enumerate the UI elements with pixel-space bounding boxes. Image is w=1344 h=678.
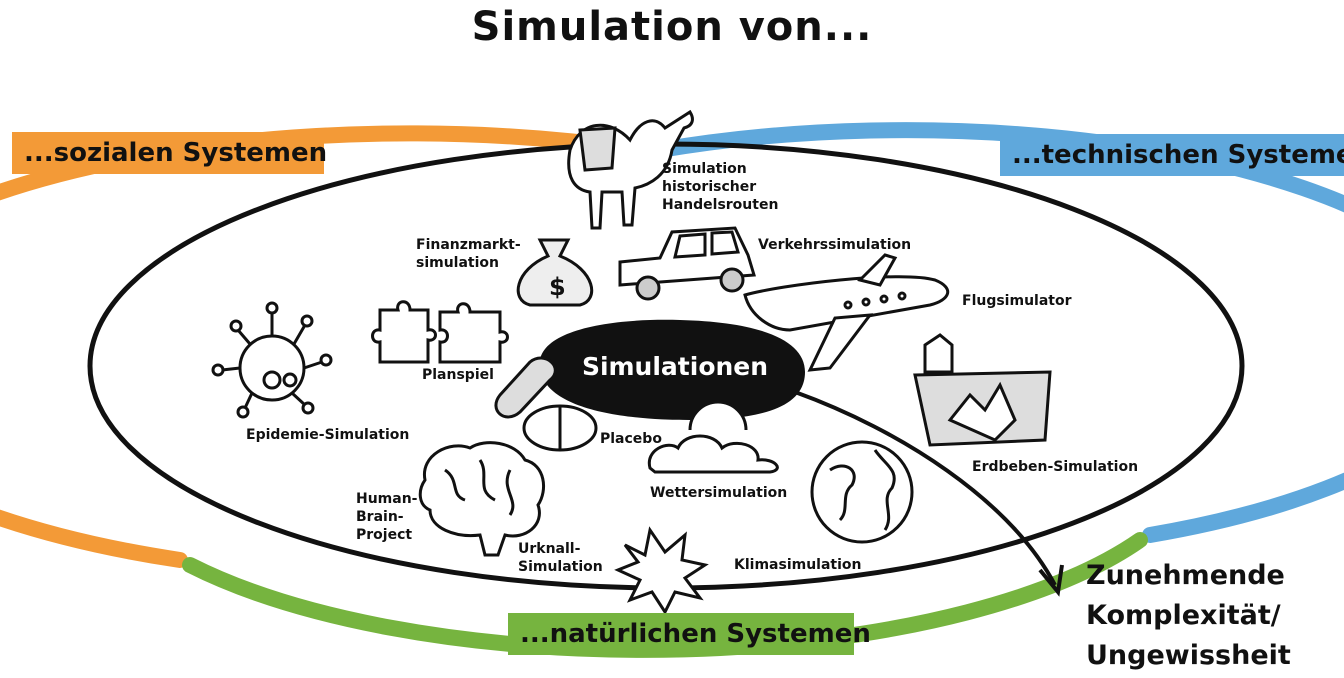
technical-arc <box>652 122 1344 543</box>
complexity-arrow <box>794 390 1057 586</box>
label-epidemic: Epidemie-Simulation <box>246 427 410 443</box>
page-title: Simulation von... <box>471 4 873 50</box>
label-flight: Flugsimulator <box>962 293 1072 309</box>
center-blob <box>539 319 805 420</box>
globe-icon <box>810 440 914 544</box>
label-big-bang-line-1: Urknall- <box>518 541 581 557</box>
label-trade-routes-line-2: historischer <box>662 179 757 195</box>
label-traffic: Verkehrssimulation <box>758 237 912 253</box>
label-weather: Wettersimulation <box>650 485 788 501</box>
arrow-head <box>1038 564 1064 597</box>
social-arc <box>0 125 648 568</box>
band-social-systems: ...sozialen Systemen <box>12 132 327 174</box>
label-brain-line-1: Human- <box>356 491 418 507</box>
label-finance-line-2: simulation <box>416 255 500 271</box>
car-icon <box>618 226 756 301</box>
weather-cloud-icon <box>647 400 779 474</box>
brain-icon <box>418 441 546 557</box>
label-brain-line-2: Brain- <box>356 509 404 525</box>
complexity-line-3: Ungewissheit <box>1086 640 1291 671</box>
puzzle-icon <box>371 300 509 364</box>
virus-icon <box>211 301 333 419</box>
airplane-icon <box>743 253 949 372</box>
label-planspiel: Planspiel <box>422 367 494 383</box>
explosion-icon <box>614 526 709 616</box>
money-bag-icon: $ <box>516 238 594 307</box>
label-trade-routes: Simulation historischer Handelsrouten <box>662 160 778 214</box>
label-earthquake: Erdbeben-Simulation <box>972 459 1139 475</box>
pill-icon <box>494 356 598 452</box>
center-label: Simulationen <box>581 352 769 381</box>
label-brain: Human- Brain- Project <box>356 490 418 544</box>
camel-icon <box>567 109 694 230</box>
complexity-line-2: Komplexität/ <box>1086 600 1281 631</box>
complexity-line-1: Zunehmende <box>1086 560 1285 591</box>
label-big-bang-line-2: Simulation <box>518 559 603 575</box>
label-climate: Klimasimulation <box>734 557 862 573</box>
label-finance: Finanzmarkt- simulation <box>416 236 521 272</box>
svg-text:$: $ <box>549 273 566 301</box>
earthquake-house-icon <box>913 333 1052 447</box>
label-placebo: Placebo <box>600 431 662 447</box>
band-technical-systems: ...technischen Systemen <box>1000 134 1344 176</box>
label-trade-routes-line-1: Simulation <box>662 161 747 177</box>
label-brain-line-3: Project <box>356 527 413 543</box>
label-finance-line-1: Finanzmarkt- <box>416 237 521 253</box>
label-big-bang: Urknall- Simulation <box>518 540 603 576</box>
complexity-label: Zunehmende Komplexität/ Ungewissheit <box>1086 556 1291 676</box>
band-natural-systems: ...natürlichen Systemen <box>508 613 871 655</box>
label-trade-routes-line-3: Handelsrouten <box>662 197 779 213</box>
